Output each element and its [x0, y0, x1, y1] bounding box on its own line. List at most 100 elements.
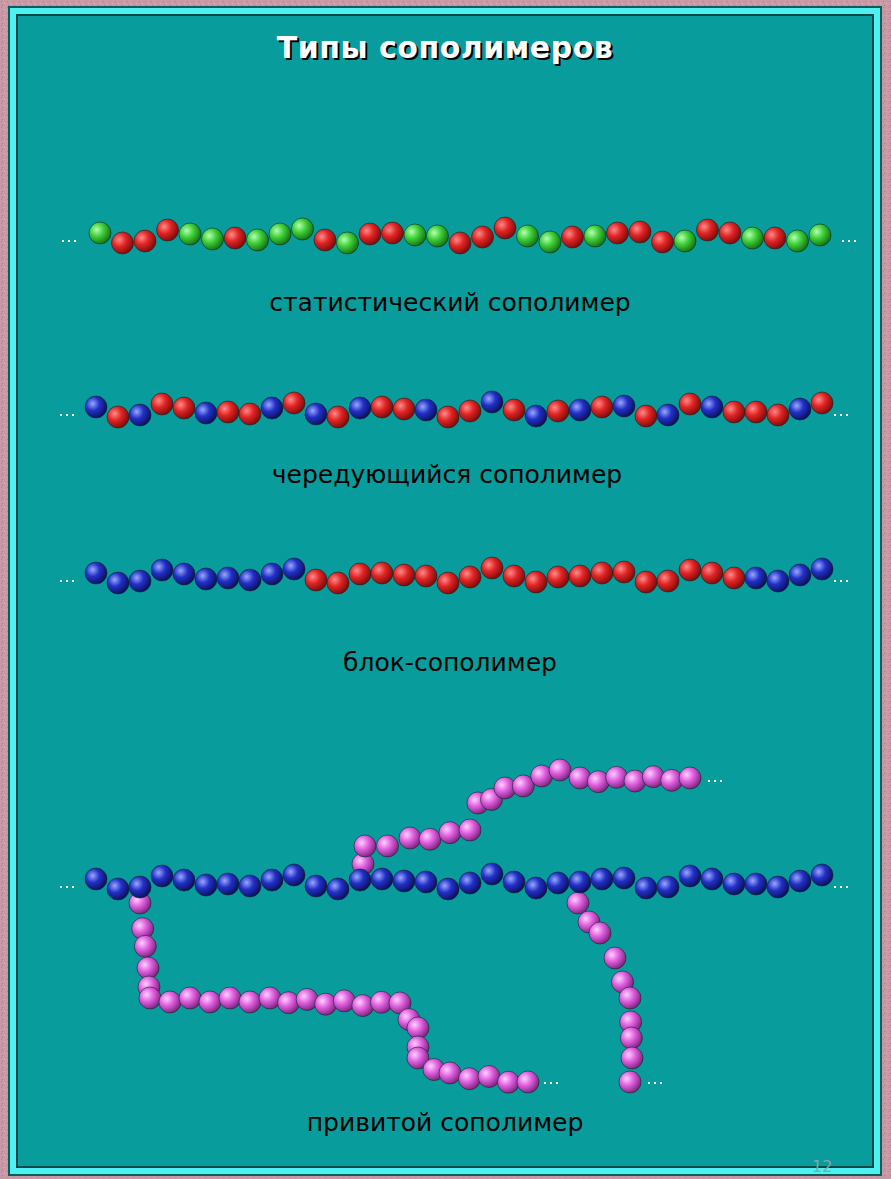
monomer-bead	[112, 232, 134, 254]
monomer-bead	[652, 231, 674, 253]
chain-continuation-dot	[72, 580, 74, 582]
monomer-bead	[173, 563, 195, 585]
monomer-bead	[437, 406, 459, 428]
monomer-bead	[129, 404, 151, 426]
monomer-bead	[261, 563, 283, 585]
monomer-bead	[629, 221, 651, 243]
monomer-bead	[129, 570, 151, 592]
monomer-bead	[657, 570, 679, 592]
monomer-bead	[393, 870, 415, 892]
monomer-bead	[439, 822, 461, 844]
monomer-bead	[107, 572, 129, 594]
monomer-bead	[591, 562, 613, 584]
monomer-bead	[427, 225, 449, 247]
monomer-bead	[789, 870, 811, 892]
monomer-bead	[569, 565, 591, 587]
chain-continuation-dot	[846, 886, 848, 888]
monomer-bead	[742, 227, 764, 249]
monomer-bead	[449, 232, 471, 254]
monomer-bead	[498, 1071, 520, 1093]
monomer-bead	[283, 864, 305, 886]
monomer-bead	[393, 398, 415, 420]
chain-continuation-dot	[714, 780, 716, 782]
monomer-bead	[525, 877, 547, 899]
monomer-bead	[278, 992, 300, 1014]
monomer-bead	[327, 572, 349, 594]
monomer-bead	[697, 219, 719, 241]
monomer-bead	[459, 1068, 481, 1090]
chain-continuation-dot	[62, 240, 64, 242]
chain-continuation-dot	[834, 580, 836, 582]
monomer-bead	[199, 991, 221, 1013]
monomer-bead	[635, 877, 657, 899]
monomer-bead	[269, 223, 291, 245]
monomer-bead	[371, 868, 393, 890]
copolymer-type-label: привитой сополимер	[307, 1108, 584, 1137]
monomer-bead	[789, 564, 811, 586]
monomer-bead	[173, 397, 195, 419]
monomer-bead	[327, 878, 349, 900]
monomer-bead	[745, 873, 767, 895]
monomer-bead	[179, 987, 201, 1009]
copolymer-type-label: блок-сополимер	[343, 648, 557, 677]
monomer-bead	[613, 867, 635, 889]
chain-continuation-dot	[854, 240, 856, 242]
chain-continuation-dot	[846, 580, 848, 582]
monomer-bead	[419, 828, 441, 850]
monomer-bead	[224, 227, 246, 249]
monomer-bead	[503, 565, 525, 587]
monomer-bead	[415, 399, 437, 421]
monomer-bead	[613, 395, 635, 417]
chain-continuation-dot	[60, 886, 62, 888]
chain-continuation-dot	[834, 886, 836, 888]
monomer-bead	[657, 876, 679, 898]
chain-continuation-dot	[68, 240, 70, 242]
monomer-bead	[481, 391, 503, 413]
monomer-bead	[337, 232, 359, 254]
chain-continuation-dot	[846, 414, 848, 416]
monomer-bead	[503, 871, 525, 893]
monomer-bead	[517, 1071, 539, 1093]
monomer-bead	[481, 557, 503, 579]
monomer-bead	[134, 935, 156, 957]
chain-continuation-dot	[840, 580, 842, 582]
monomer-bead	[283, 392, 305, 414]
monomer-bead	[679, 767, 701, 789]
monomer-bead	[305, 403, 327, 425]
monomer-bead	[283, 558, 305, 580]
monomer-bead	[129, 876, 151, 898]
monomer-bead	[261, 397, 283, 419]
monomer-bead	[494, 217, 516, 239]
monomer-bead	[437, 572, 459, 594]
monomer-bead	[472, 226, 494, 248]
monomer-bead	[657, 404, 679, 426]
monomer-bead	[157, 219, 179, 241]
monomer-bead	[621, 1047, 643, 1069]
monomer-bead	[789, 398, 811, 420]
chain-continuation-dot	[842, 240, 844, 242]
monomer-bead	[151, 559, 173, 581]
monomer-bead	[173, 869, 195, 891]
monomer-bead	[481, 863, 503, 885]
chain-continuation-dot	[66, 886, 68, 888]
monomer-bead	[547, 872, 569, 894]
monomer-bead	[371, 396, 393, 418]
slide-title: Типы сополимеров	[277, 30, 613, 65]
chain-continuation-dot	[60, 580, 62, 582]
monomer-bead	[159, 991, 181, 1013]
monomer-bead	[549, 759, 571, 781]
monomer-bead	[635, 571, 657, 593]
monomer-bead	[437, 878, 459, 900]
monomer-bead	[151, 865, 173, 887]
chain-continuation-dot	[66, 414, 68, 416]
monomer-bead	[382, 222, 404, 244]
monomer-bead	[525, 571, 547, 593]
monomer-bead	[811, 392, 833, 414]
monomer-bead	[415, 871, 437, 893]
monomer-bead	[701, 562, 723, 584]
monomer-bead	[459, 566, 481, 588]
monomer-bead	[547, 566, 569, 588]
monomer-bead	[604, 947, 626, 969]
monomer-bead	[239, 569, 261, 591]
